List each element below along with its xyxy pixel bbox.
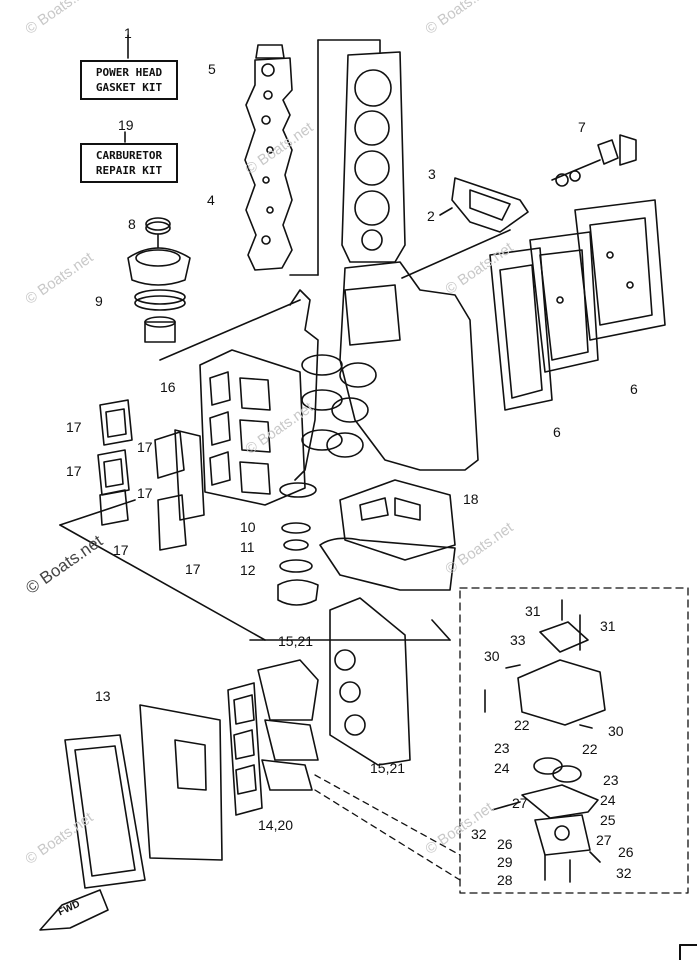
callout-2: 2: [427, 208, 435, 224]
part-18-gasket: [319, 479, 456, 591]
callout-17-a: 17: [66, 419, 82, 435]
part-8-oil-seal: [127, 217, 191, 286]
cylinder-block: [326, 261, 479, 471]
carburetor-repair-kit-box: CARBURETOR REPAIR KIT: [80, 143, 178, 183]
callout-17-b: 17: [137, 439, 153, 455]
callout-31-left: 31: [525, 603, 541, 619]
carburetor-detail-box: [459, 587, 689, 894]
part-3-cylinder-head-gasket: [289, 39, 406, 276]
power-head-kit-line2: GASKET KIT: [95, 81, 163, 94]
carburetor-body: [484, 599, 606, 883]
callout-15-21-lower: 15,21: [370, 760, 406, 776]
callout-19: 19: [118, 117, 134, 133]
callout-32-right: 32: [616, 865, 632, 881]
callout-13: 13: [95, 688, 111, 704]
power-head-kit-line1: POWER HEAD: [95, 66, 163, 79]
carburetor-kit-line1: CARBURETOR: [95, 149, 163, 162]
callout-23-right: 23: [603, 772, 619, 788]
parts-10-12-seals: [277, 482, 319, 606]
callout-6-lower: 6: [553, 424, 561, 440]
callout-3: 3: [428, 166, 436, 182]
callout-17-c: 17: [66, 463, 82, 479]
dashed-leaders: [314, 774, 461, 881]
callout-27-right: 27: [596, 832, 612, 848]
callout-26-right: 26: [618, 844, 634, 860]
fwd-arrow-shape: [39, 889, 109, 931]
callout-11: 11: [240, 539, 255, 555]
callout-15-21-upper: 15,21: [278, 633, 314, 649]
callout-10: 10: [240, 519, 256, 535]
callout-31-right: 31: [600, 618, 616, 634]
callout-17-d: 17: [137, 485, 153, 501]
callout-22-left: 22: [514, 717, 530, 733]
callout-30-lower: 30: [608, 723, 624, 739]
part-9-o-rings: [134, 289, 186, 343]
callout-22-right: 22: [582, 741, 598, 757]
carburetor-kit-line2: REPAIR KIT: [95, 164, 163, 177]
callout-9: 9: [95, 293, 103, 309]
callout-4: 4: [207, 192, 215, 208]
callout-25: 25: [600, 812, 616, 828]
callout-18: 18: [463, 491, 479, 507]
power-head-gasket-kit-box: POWER HEAD GASKET KIT: [80, 60, 178, 100]
callout-30-upper: 30: [484, 648, 500, 664]
callout-27-left: 27: [512, 795, 528, 811]
part-17-reed-valve: [59, 399, 266, 641]
part-16-manifold: [199, 349, 306, 506]
part-7-thermostat: [551, 134, 637, 187]
callout-6-upper: 6: [630, 381, 638, 397]
callout-8: 8: [128, 216, 136, 232]
callout-17-e: 17: [113, 542, 129, 558]
part-14-gasket: [227, 682, 263, 816]
part-2-exhaust-gasket: [401, 177, 529, 279]
callout-24-left: 24: [494, 760, 510, 776]
callout-12: 12: [240, 562, 256, 578]
callout-16: 16: [160, 379, 176, 395]
callout-32-left: 32: [471, 826, 487, 842]
callout-26-left: 26: [497, 836, 513, 852]
callout-24-right: 24: [600, 792, 616, 808]
callout-23-left: 23: [494, 740, 510, 756]
callout-14-20: 14,20: [258, 817, 294, 833]
callout-5: 5: [208, 61, 216, 77]
callout-17-f: 17: [185, 561, 201, 577]
part-4-gasket: [244, 44, 293, 271]
callout-28: 28: [497, 872, 513, 888]
callout-33: 33: [510, 632, 526, 648]
part-15-gasket-plate: [249, 597, 451, 791]
callout-7: 7: [578, 119, 586, 135]
callout-1: 1: [124, 25, 132, 41]
callout-29: 29: [497, 854, 513, 870]
part-13-silencer: [64, 704, 223, 889]
part-6-exhaust-cover: [489, 199, 666, 411]
